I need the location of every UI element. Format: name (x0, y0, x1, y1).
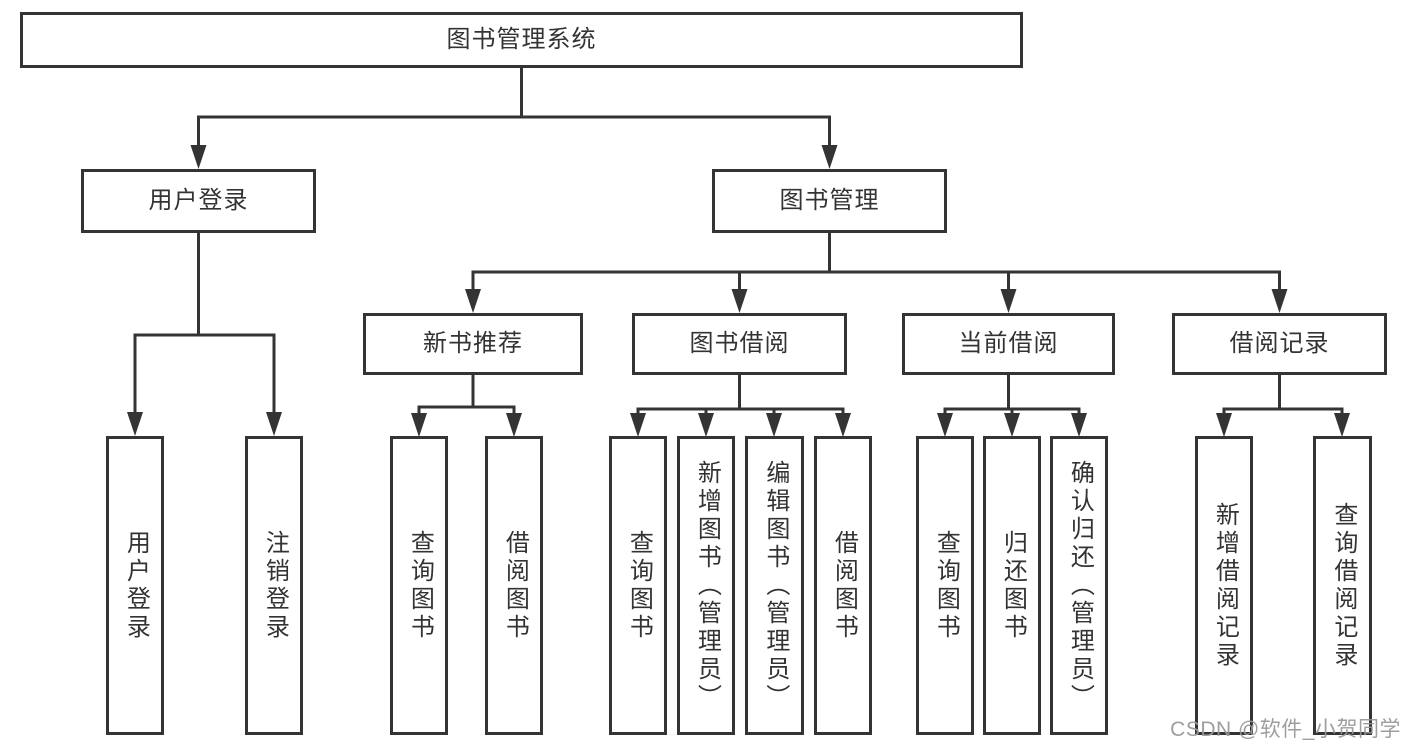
node-user-login-leaf: 用户登录 (106, 436, 164, 735)
node-book-management: 图书管理 (712, 169, 947, 233)
node-add-borrow-record: 新增借阅记录 (1195, 436, 1253, 735)
node-root: 图书管理系统 (20, 12, 1023, 68)
node-user-login: 用户登录 (81, 169, 316, 233)
node-new-book-recommend: 新书推荐 (363, 313, 583, 375)
node-edit-book-admin: 编辑图书（管理员） (745, 436, 804, 735)
node-logout: 注销登录 (245, 436, 303, 735)
node-recommend-borrow-books: 借阅图书 (485, 436, 543, 735)
node-recommend-query-books: 查询图书 (390, 436, 448, 735)
node-book-borrow: 图书借阅 (632, 313, 847, 375)
node-current-borrow: 当前借阅 (902, 313, 1115, 375)
node-borrow-books-leaf: 借阅图书 (814, 436, 872, 735)
node-borrow-query-books: 查询图书 (609, 436, 667, 735)
node-query-borrow-record: 查询借阅记录 (1313, 436, 1372, 735)
csdn-watermark: CSDN @软件_小贺同学 (1170, 718, 1401, 741)
node-confirm-return-admin: 确认归还（管理员） (1050, 436, 1108, 735)
node-add-book-admin: 新增图书（管理员） (677, 436, 735, 735)
node-current-query-books: 查询图书 (916, 436, 974, 735)
node-borrow-records: 借阅记录 (1172, 313, 1387, 375)
node-return-book: 归还图书 (983, 436, 1041, 735)
